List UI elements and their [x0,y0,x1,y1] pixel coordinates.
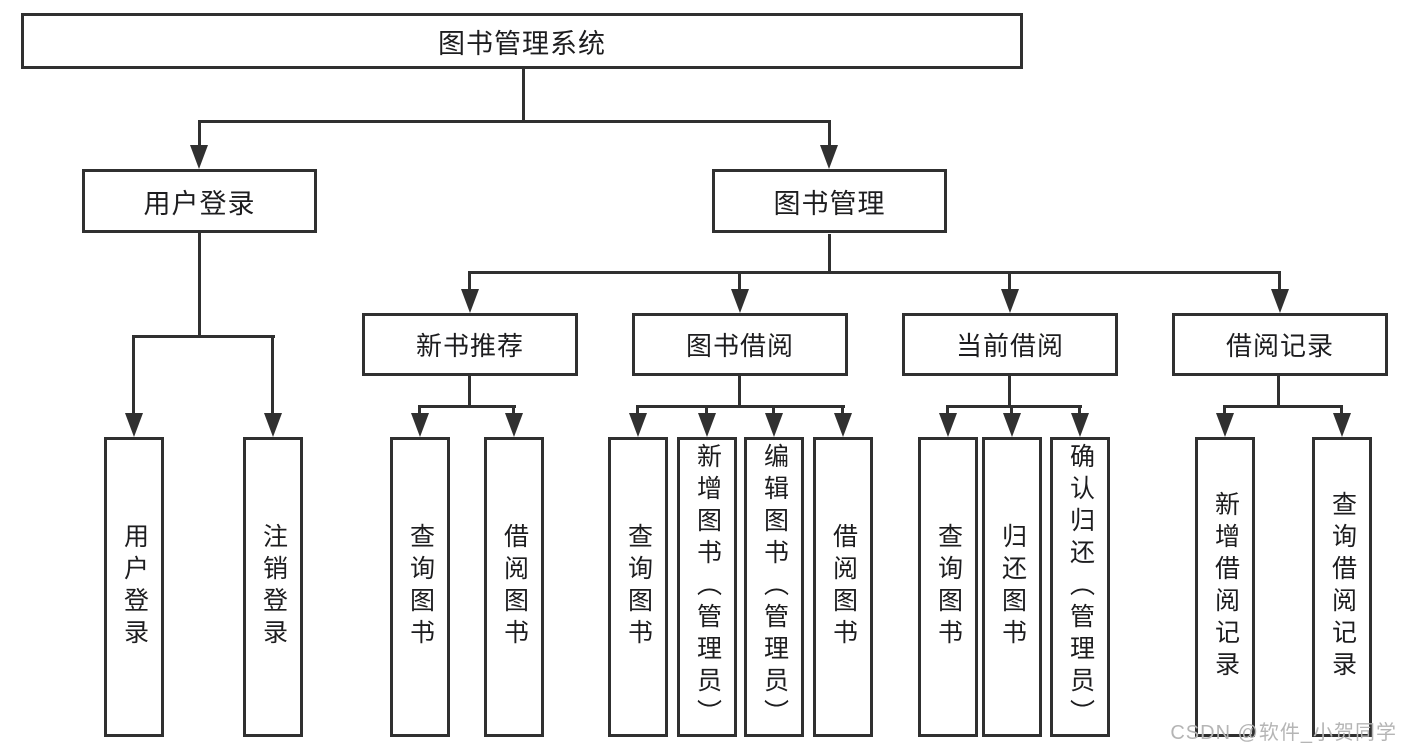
connector-to-newbook-query [418,405,421,417]
node-label: 新书推荐 [415,331,524,361]
connector-current-borrow-stem [1008,376,1011,408]
arrowhead-newbook-borrow [505,413,523,437]
connector-borrow-record-split [1224,405,1343,408]
arrowhead-current-confirm [1071,413,1089,437]
node-label: 图书管理 [773,188,886,219]
connector-to-leaf-logout [271,335,274,415]
leaf-logout: 注销登录 [243,437,303,737]
node-new-book-recommend: 新书推荐 [362,313,578,376]
connector-to-newbook-borrow [512,405,515,417]
leaf-newbook-borrow-books: 借阅图书 [484,437,544,737]
node-label: 图书管理系统 [438,28,606,59]
connector-user-login-split [133,335,275,338]
node-label: 当前借阅 [955,331,1064,361]
arrowhead-borrow-record [1271,289,1289,313]
arrowhead-book-management [820,145,838,169]
connector-user-login-stem [198,233,201,336]
arrowhead-record-add [1216,413,1234,437]
connector-to-borrow-record [1278,271,1281,291]
arrowhead-borrow-query [629,413,647,437]
arrowhead-borrow-add [698,413,716,437]
node-book-management: 图书管理 [712,169,947,233]
arrowhead-leaf-logout [264,413,282,437]
leaf-borrow-query-books: 查询图书 [608,437,668,737]
csdn-watermark: CSDN @软件_小贺同学 [1170,722,1397,744]
connector-to-record-query [1340,405,1343,417]
connector-book-mgmt-stem [828,234,831,274]
node-label: 借阅图书 [829,523,858,651]
node-label: 查询图书 [934,523,963,651]
node-label: 借阅记录 [1225,331,1334,361]
connector-to-borrow-add [705,405,708,417]
node-root-library-system: 图书管理系统 [21,13,1023,69]
connector-to-current-confirm [1078,405,1081,417]
arrowhead-record-query [1333,413,1351,437]
leaf-record-query: 查询借阅记录 [1312,437,1372,737]
connector-book-borrow-split [637,405,845,408]
connector-to-borrow-query [636,405,639,417]
connector-root-split [198,120,831,123]
connector-new-book-split [419,405,516,408]
connector-to-current-borrow [1008,271,1011,291]
arrowhead-borrow-edit [765,413,783,437]
node-label: 确认归还（管理员） [1066,443,1095,731]
node-label: 新增借阅记录 [1211,491,1240,683]
arrowhead-new-book [461,289,479,313]
node-current-borrow: 当前借阅 [902,313,1118,376]
connector-root-stem [522,69,525,122]
node-label: 用户登录 [120,523,149,651]
connector-to-book-management [828,120,831,147]
arrowhead-current-return [1003,413,1021,437]
arrowhead-leaf-user-login [125,413,143,437]
connector-to-borrow-edit [772,405,775,417]
connector-to-current-query [946,405,949,417]
node-label: 编辑图书（管理员） [760,443,789,731]
arrowhead-book-borrow [731,289,749,313]
arrowhead-borrow-lend [834,413,852,437]
leaf-borrow-add-books-admin: 新增图书（管理员） [677,437,737,737]
leaf-borrow-lend-books: 借阅图书 [813,437,873,737]
node-borrow-record: 借阅记录 [1172,313,1388,376]
arrowhead-newbook-query [411,413,429,437]
node-label: 用户登录 [143,188,256,219]
connector-to-leaf-user-login [132,335,135,415]
node-label: 新增图书（管理员） [693,443,722,731]
arrowhead-current-borrow [1001,289,1019,313]
leaf-borrow-edit-books-admin: 编辑图书（管理员） [744,437,804,737]
node-user-login: 用户登录 [82,169,317,233]
arrowhead-user-login [190,145,208,169]
leaf-user-login: 用户登录 [104,437,164,737]
connector-current-borrow-split [947,405,1082,408]
connector-book-mgmt-split [468,271,1281,274]
node-label: 查询借阅记录 [1328,491,1357,683]
connector-to-current-return [1010,405,1013,417]
leaf-current-query-books: 查询图书 [918,437,978,737]
connector-to-book-borrow [738,271,741,291]
node-label: 归还图书 [998,523,1027,651]
node-book-borrow: 图书借阅 [632,313,848,376]
connector-to-user-login [198,120,201,147]
connector-new-book-stem [468,376,471,408]
node-label: 查询图书 [406,523,435,651]
connector-book-borrow-stem [738,376,741,408]
leaf-newbook-query-books: 查询图书 [390,437,450,737]
node-label: 图书借阅 [685,331,794,361]
connector-to-new-book [468,271,471,291]
arrowhead-current-query [939,413,957,437]
leaf-record-add: 新增借阅记录 [1195,437,1255,737]
connector-borrow-record-stem [1277,376,1280,408]
connector-to-record-add [1223,405,1226,417]
leaf-current-confirm-return-admin: 确认归还（管理员） [1050,437,1110,737]
connector-to-borrow-lend [841,405,844,417]
node-label: 注销登录 [259,523,288,651]
leaf-current-return-books: 归还图书 [982,437,1042,737]
node-label: 查询图书 [624,523,653,651]
node-label: 借阅图书 [500,523,529,651]
